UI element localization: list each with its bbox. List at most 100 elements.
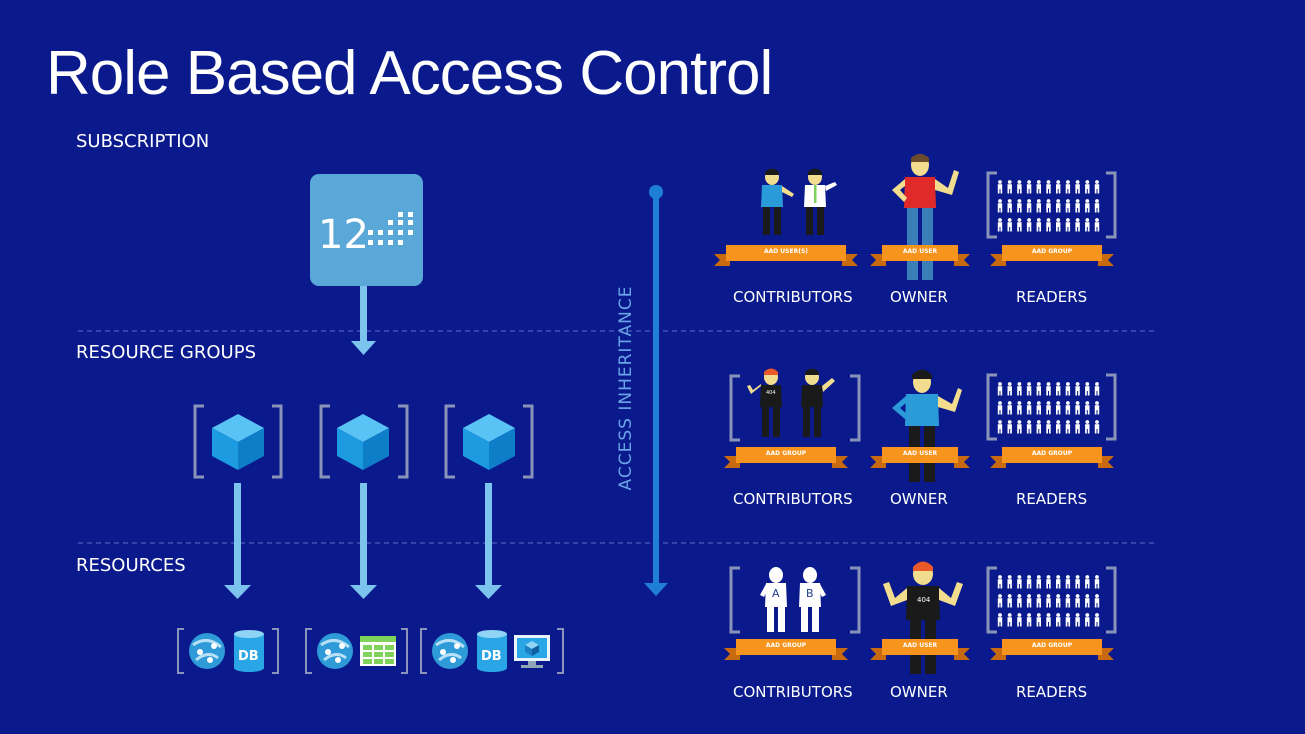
reader-person-icon	[1017, 199, 1022, 213]
reader-person-icon	[1026, 401, 1032, 415]
reader-person-icon	[1026, 594, 1032, 608]
reader-person-icon	[1094, 382, 1100, 396]
reader-person-icon	[1026, 575, 1032, 589]
row1-owner-label: OWNER	[890, 288, 948, 306]
reader-person-icon	[1065, 218, 1071, 232]
reader-person-icon	[997, 218, 1003, 232]
page-title: Role Based Access Control	[46, 39, 773, 108]
readers-bracket	[986, 171, 997, 239]
reader-person-icon	[1075, 382, 1080, 396]
reader-person-icon	[997, 594, 1003, 608]
reader-person-icon	[1026, 199, 1032, 213]
reader-person-icon	[1026, 180, 1032, 194]
reader-person-icon	[1085, 594, 1090, 608]
resource-group-cube-icon	[337, 414, 389, 470]
reader-person-icon	[1026, 420, 1032, 434]
storage-table-icon	[360, 636, 396, 666]
reader-person-icon	[1065, 594, 1071, 608]
reader-person-icon	[1094, 613, 1100, 627]
row3-readers-label: READERS	[1016, 683, 1088, 701]
reader-person-icon	[1075, 180, 1080, 194]
reader-person-icon	[997, 180, 1003, 194]
reader-person-icon	[1094, 199, 1100, 213]
reader-person-icon	[1085, 401, 1090, 415]
subscription-icon: 12	[310, 174, 423, 286]
row3-jersey-b: B	[806, 587, 814, 600]
reader-person-icon	[1056, 382, 1061, 396]
reader-person-icon	[1026, 382, 1032, 396]
reader-person-icon	[1085, 613, 1090, 627]
row1-contributors-figure	[761, 168, 837, 235]
row2-owner-badge-text: AAD USER	[903, 450, 938, 457]
web-app-icon	[317, 633, 353, 669]
row2-readers-label: READERS	[1016, 490, 1088, 508]
row2-contributors-figure: 404	[747, 368, 835, 437]
reader-person-icon	[1094, 420, 1100, 434]
reader-person-icon	[1046, 218, 1051, 232]
resource-set-2	[305, 628, 408, 674]
reader-person-icon	[1017, 382, 1022, 396]
reader-person-icon	[1036, 382, 1041, 396]
reader-person-icon	[1056, 420, 1061, 434]
reader-person-icon	[1094, 594, 1100, 608]
reader-person-icon	[997, 382, 1003, 396]
reader-person-icon	[1026, 613, 1032, 627]
reader-person-icon	[1094, 575, 1100, 589]
reader-person-icon	[1075, 420, 1080, 434]
reader-person-icon	[1017, 180, 1022, 194]
readers-bracket	[1106, 566, 1117, 634]
reader-person-icon	[1007, 180, 1012, 194]
reader-person-icon	[1065, 199, 1071, 213]
reader-person-icon	[1017, 218, 1022, 232]
row3-contributors-label: CONTRIBUTORS	[733, 683, 853, 701]
reader-person-icon	[1036, 218, 1041, 232]
reader-person-icon	[1075, 401, 1080, 415]
row3-contributors-badge: AAD GROUP	[724, 639, 848, 660]
row3-contributors-bracket	[729, 566, 861, 634]
row3-owner-figure: 404	[883, 561, 963, 674]
reader-person-icon	[1026, 218, 1032, 232]
row3-owner-shirt-text: 404	[917, 596, 931, 604]
reader-person-icon	[1056, 613, 1061, 627]
reader-person-icon	[997, 575, 1003, 589]
reader-person-icon	[997, 420, 1003, 434]
row2-contributors-label: CONTRIBUTORS	[733, 490, 853, 508]
row3-contributors-badge-text: AAD GROUP	[766, 642, 807, 649]
readers-bracket	[986, 373, 997, 441]
row2-contributors-bracket	[729, 374, 861, 442]
reader-person-icon	[1046, 199, 1051, 213]
reader-person-icon	[1036, 420, 1041, 434]
reader-person-icon	[1094, 218, 1100, 232]
readers-bracket	[986, 566, 997, 634]
row3-contributors-figure: A B	[760, 567, 826, 632]
reader-person-icon	[1065, 420, 1071, 434]
reader-person-icon	[1056, 180, 1061, 194]
section-label-subscription: SUBSCRIPTION	[76, 131, 210, 152]
reader-person-icon	[1007, 382, 1012, 396]
reader-person-icon	[1046, 382, 1051, 396]
resource-group-3	[444, 404, 534, 479]
reader-person-icon	[1007, 401, 1012, 415]
web-app-icon	[432, 633, 468, 669]
resource-set-1: DB	[177, 628, 279, 674]
reader-person-icon	[997, 199, 1003, 213]
reader-person-icon	[1007, 575, 1012, 589]
database-label: DB	[481, 649, 502, 664]
row2-contributors-badge-text: AAD GROUP	[766, 450, 807, 457]
reader-person-icon	[1056, 594, 1061, 608]
arrows-groups-to-resources	[224, 483, 502, 599]
row1-readers-label: READERS	[1016, 288, 1088, 306]
role-badges: AAD USER(S) AAD USER AAD GROUP AAD GROUP AAD…	[714, 245, 1114, 660]
reader-person-icon	[1065, 401, 1071, 415]
reader-person-icon	[1036, 575, 1041, 589]
readers-bracket	[1106, 373, 1117, 441]
reader-person-icon	[1036, 180, 1041, 194]
web-app-icon	[189, 633, 225, 669]
row2-contributor-shirt-text: 404	[766, 390, 776, 396]
row3-jersey-a: A	[772, 587, 780, 600]
reader-person-icon	[1075, 575, 1080, 589]
row2-owner-badge: AAD USER	[870, 447, 970, 468]
row1-owner-badge-text: AAD USER	[903, 248, 938, 255]
row1-contributors-badge: AAD USER(S)	[714, 245, 858, 266]
